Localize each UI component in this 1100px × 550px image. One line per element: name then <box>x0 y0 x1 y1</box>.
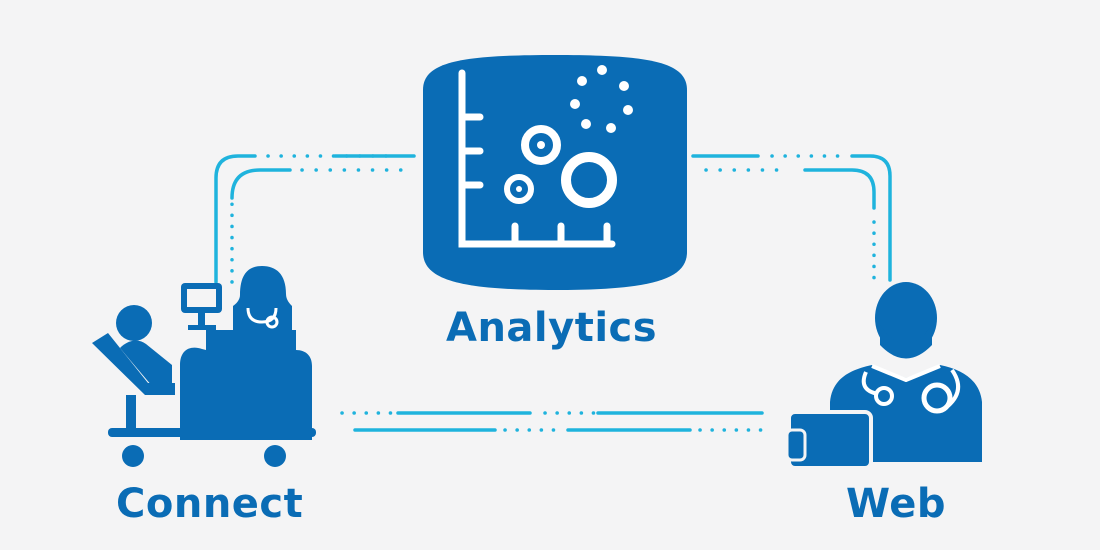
web-label: Web <box>846 481 946 527</box>
patient-head <box>116 305 152 341</box>
analytics-database-icon <box>423 55 687 290</box>
tablet-icon <box>785 410 873 470</box>
doctor-with-tablet-icon <box>785 282 982 470</box>
connector-analytics-web <box>691 154 892 282</box>
connector-connect-web <box>340 411 772 432</box>
monitor-icon <box>181 283 222 330</box>
connect-label: Connect <box>116 481 304 527</box>
analytics-label: Analytics <box>446 305 658 351</box>
patient-care-station-icon <box>92 266 316 467</box>
connector-connect-analytics <box>214 154 416 284</box>
